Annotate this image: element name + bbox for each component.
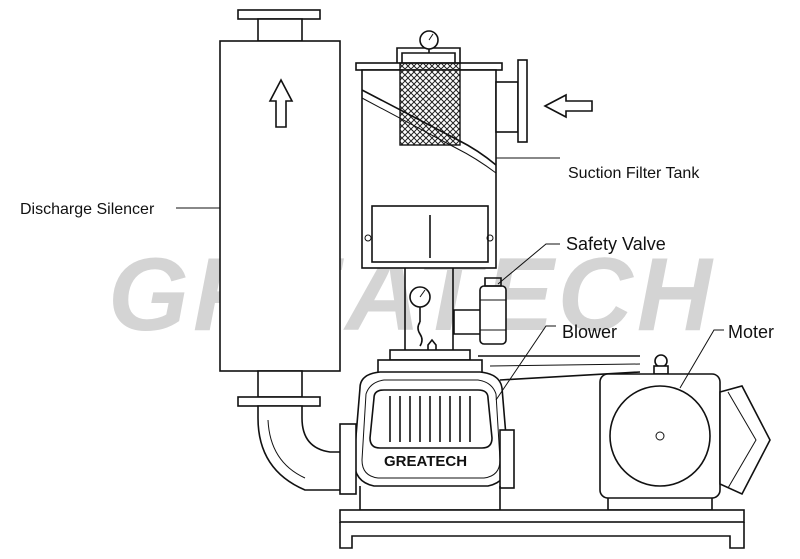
motor [599,354,771,511]
suction-filter-tank [355,47,528,350]
label-moter: Moter [728,322,774,342]
base-frame [339,509,745,549]
safety-valve-leader [497,243,560,285]
blower-leader [495,325,556,401]
label-discharge-silencer: Discharge Silencer [20,201,155,218]
safety-valve [453,277,507,345]
motor-leader [679,329,724,389]
blower-brand: GREATECH [384,453,467,470]
label-safety-valve: Safety Valve [566,234,666,254]
pressure-gauge-icon [419,30,439,53]
up-arrow-icon [268,78,294,128]
pressure-gauge-icon [409,286,437,357]
left-arrow-icon [543,93,593,119]
blower [339,349,515,511]
label-blower: Blower [562,322,617,342]
label-suction-filter-tank: Suction Filter Tank [568,165,700,182]
